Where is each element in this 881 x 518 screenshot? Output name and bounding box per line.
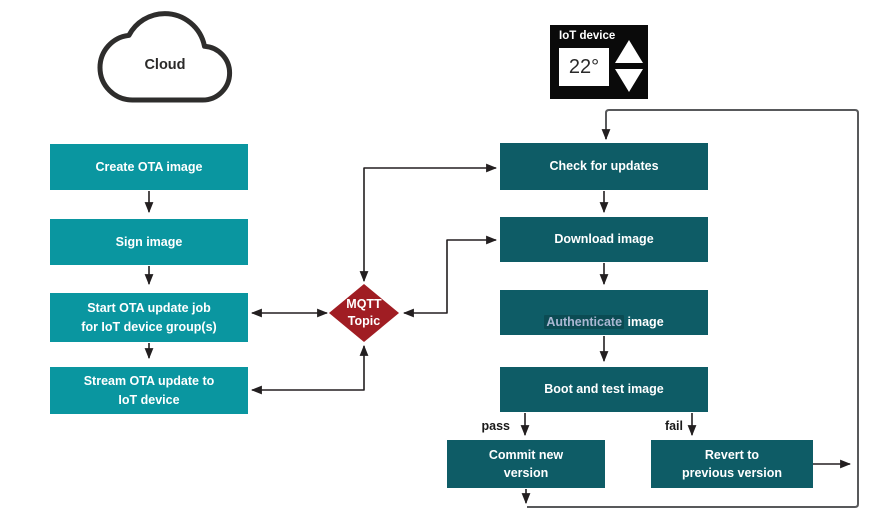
pass-branch-label: pass <box>481 419 511 433</box>
node-download-image: Download image <box>500 217 708 262</box>
node-stream-ota-update: Stream OTA update to IoT device <box>50 367 248 414</box>
cloud-icon <box>100 14 230 100</box>
node-check-for-updates: Check for updates <box>500 143 708 190</box>
arrow-mqtt-checkupdates <box>359 163 498 283</box>
node-start-ota-update-job: Start OTA update job for IoT device grou… <box>50 293 248 342</box>
authenticate-rest: image <box>624 314 664 329</box>
iot-device-label: IoT device <box>559 30 616 42</box>
fail-branch-label: fail <box>664 419 683 433</box>
iot-device-widget: IoT device 22° <box>550 25 648 99</box>
temperature-stepper-icon <box>615 40 643 92</box>
node-create-ota-image: Create OTA image <box>50 144 248 190</box>
down-arrow-icon <box>615 69 643 92</box>
cloud-label: Cloud <box>144 57 186 73</box>
authenticate-highlight: Authenticate <box>544 314 625 329</box>
node-commit-new-version: Commit new version <box>447 440 605 488</box>
node-boot-and-test-image: Boot and test image <box>500 367 708 412</box>
node-revert-previous-version: Revert to previous version <box>651 440 813 488</box>
arrow-mqtt-download <box>402 235 498 318</box>
feedback-loop-line <box>527 109 859 508</box>
node-authenticate-image: Authenticate image <box>500 290 708 335</box>
temperature-display: 22° <box>559 48 609 86</box>
mqtt-topic-diamond <box>329 284 399 342</box>
up-arrow-icon <box>615 40 643 63</box>
arrow-stream-mqtt <box>250 344 369 395</box>
node-sign-image: Sign image <box>50 219 248 265</box>
mqtt-topic-label: MQTT Topic <box>346 296 382 329</box>
